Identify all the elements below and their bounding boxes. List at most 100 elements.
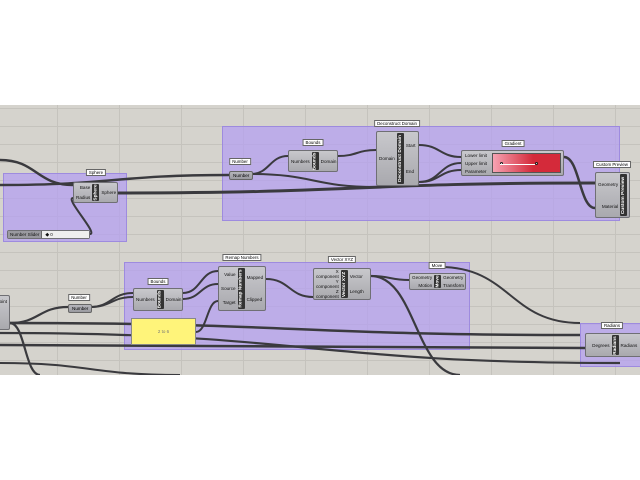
remap-output[interactable]: Mapped: [246, 275, 264, 281]
wire: [89, 292, 134, 308]
deconstruct-output[interactable]: Start: [405, 142, 416, 148]
remap-name: Remap Numbers: [238, 269, 244, 308]
slider-grip-icon[interactable]: ◆: [45, 231, 50, 238]
vector-input[interactable]: X component: [316, 269, 339, 279]
wire: [418, 144, 462, 158]
custom_preview-outputs: [627, 173, 631, 217]
gradient-input[interactable]: Lower limit: [465, 152, 487, 158]
vector-output[interactable]: Length: [349, 289, 364, 294]
number-top-param[interactable]: Number: [229, 171, 254, 180]
wire: [9, 321, 41, 375]
bounds_bottom-inputs: Numbers: [134, 289, 157, 310]
number_bottom-label: Number: [68, 294, 90, 301]
vector-name: Vector XYZ: [341, 271, 347, 297]
slider-track[interactable]: ◆0: [41, 231, 89, 238]
wire: [195, 300, 219, 333]
sphere-output[interactable]: Sphere: [101, 190, 117, 195]
bounds_bottom-label: Bounds: [147, 278, 169, 285]
bounds_bottom-name: Bounds: [157, 290, 163, 309]
number-bottom-param[interactable]: Number: [68, 304, 93, 313]
move-input[interactable]: Geometry: [412, 275, 433, 281]
remap-input[interactable]: Target: [222, 300, 236, 306]
vector-input[interactable]: Y component: [316, 279, 339, 289]
number-slider[interactable]: Number Slider◆0: [7, 230, 90, 239]
custom_preview-name-strip: Custom Preview: [620, 174, 628, 216]
custom_preview-input[interactable]: Geometry: [598, 181, 619, 187]
wire: [337, 149, 377, 157]
vector-name-strip: Vector XYZ: [340, 270, 348, 298]
sphere-input[interactable]: Base: [79, 185, 91, 191]
gradient-input[interactable]: Upper limit: [465, 160, 487, 166]
remap-output[interactable]: Clipped: [246, 296, 263, 302]
sphere-label: Sphere: [85, 169, 107, 176]
deconstruct-name: Deconstruct Domain: [397, 135, 403, 182]
bounds_bottom-output[interactable]: Domain: [165, 297, 182, 302]
wires: [0, 144, 621, 375]
partial-point-output[interactable]: oint: [0, 299, 7, 304]
radians-output[interactable]: Radians: [620, 342, 638, 348]
wire: [182, 270, 219, 294]
deconstruct-name-strip: Deconstruct Domain: [396, 133, 404, 184]
gradient-grip[interactable]: [534, 162, 538, 166]
deconstruct-output[interactable]: End: [405, 169, 415, 175]
remap-input[interactable]: Value: [224, 271, 236, 277]
move-input[interactable]: Motion: [418, 282, 433, 288]
bounds_top-name-strip: Bounds: [311, 152, 319, 170]
wire: [0, 158, 74, 187]
move-output[interactable]: Transform: [443, 282, 464, 288]
vector-label: Vector XYZ: [327, 256, 357, 263]
remap-label: Remap Numbers: [222, 254, 262, 261]
bounds_top-input[interactable]: Numbers: [291, 158, 310, 164]
sphere-name: Sphere: [93, 184, 99, 201]
radians-label: Radians: [600, 322, 624, 329]
wire: [439, 266, 581, 324]
move-output[interactable]: Geometry: [443, 275, 464, 281]
vector-output[interactable]: Vector: [349, 274, 363, 279]
gradient-bar[interactable]: [492, 153, 561, 173]
custom_preview-input[interactable]: Material: [601, 203, 619, 209]
wire: [418, 162, 462, 183]
partial-point-component[interactable]: oint: [0, 295, 10, 330]
sphere-outputs: Sphere: [99, 183, 118, 202]
bounds_top-name: Bounds: [312, 152, 318, 170]
wire: [0, 362, 181, 375]
gradient-input[interactable]: Parameter: [465, 168, 487, 174]
move-name-strip: Move: [434, 275, 442, 288]
vector-input[interactable]: Z component: [316, 289, 339, 299]
bounds_top-outputs: Domain: [319, 151, 339, 171]
bounds_bottom-input[interactable]: Numbers: [136, 297, 155, 302]
bounds_top-output[interactable]: Domain: [320, 158, 337, 164]
wire: [182, 283, 219, 300]
bounds_bottom-name-strip: Bounds: [156, 290, 164, 309]
slider-value: 0: [50, 232, 53, 237]
radians-inputs: Degrees: [586, 334, 612, 356]
panel[interactable]: 2 to 6: [131, 318, 196, 345]
radians-input[interactable]: Degrees: [592, 342, 610, 348]
gradient-line: [499, 163, 535, 165]
deconstruct-label: Deconstruct Domain: [374, 120, 420, 127]
deconstruct-input[interactable]: Domain: [379, 156, 395, 161]
bounds_top-inputs: Numbers: [289, 151, 312, 171]
sphere-input[interactable]: Radius: [76, 194, 91, 200]
remap-input[interactable]: Source: [221, 285, 236, 291]
wire: [89, 296, 134, 308]
